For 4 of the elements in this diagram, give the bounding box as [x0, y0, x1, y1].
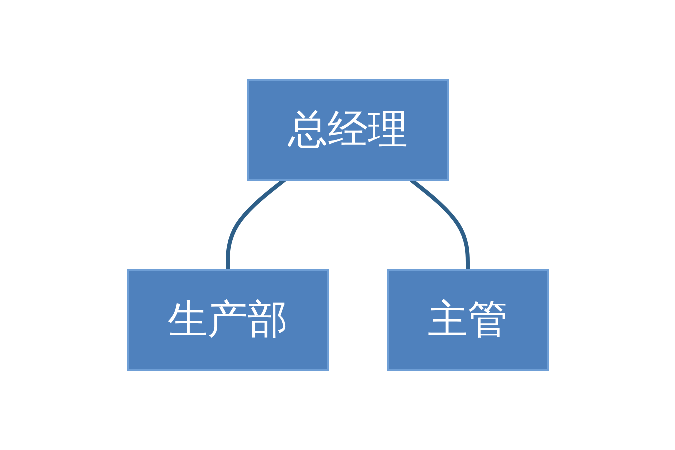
connector [226, 178, 286, 270]
connector [409, 178, 470, 270]
node-box: 生产部 [126, 269, 328, 371]
node-box: 主管 [386, 269, 548, 371]
